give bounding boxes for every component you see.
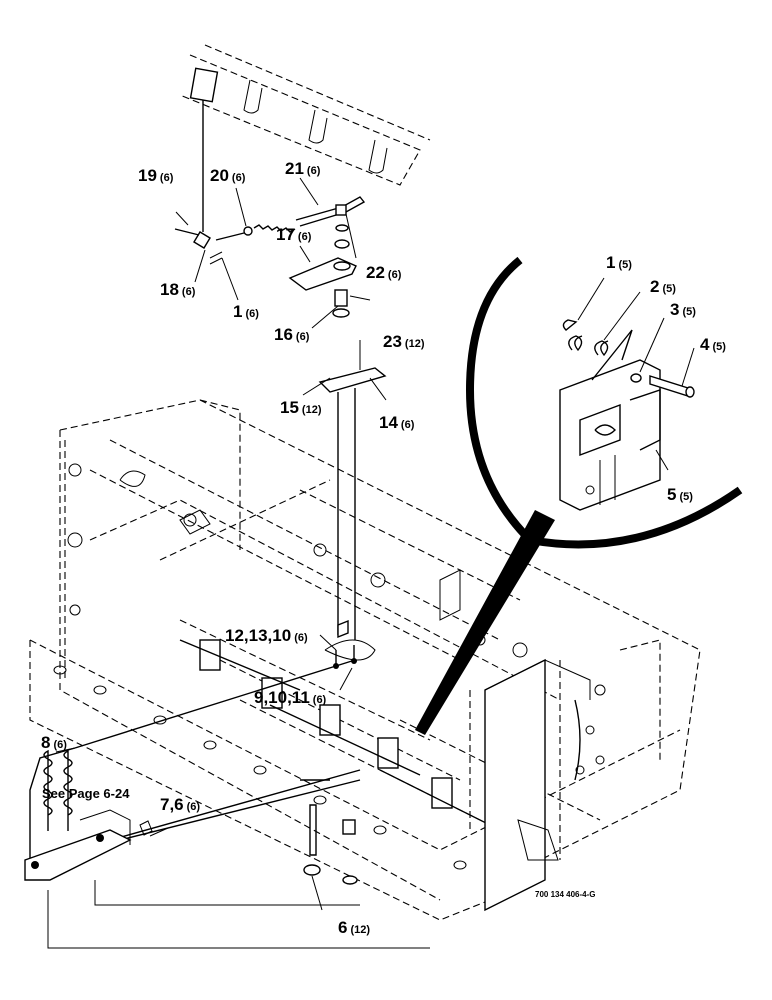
- spring-rod-assembly: [24, 659, 430, 949]
- callout-9-10-11: 9,10,11(6): [254, 688, 327, 707]
- callout-22: 22(6): [366, 263, 402, 282]
- callout-18: 18(6): [160, 280, 196, 299]
- callout-16: 16(6): [274, 325, 310, 344]
- leader-lines: [55, 177, 695, 911]
- detail-callout-2: 2(5): [650, 277, 676, 296]
- callout-8: 8(6): [41, 733, 67, 752]
- callout-19: 19(6): [138, 166, 174, 185]
- upper-linkage: [174, 196, 387, 640]
- callout-23: 23(12): [383, 332, 425, 351]
- detail-callout-3: 3(5): [670, 300, 696, 319]
- callout-12-13-10: 12,13,10(6): [225, 626, 308, 645]
- callout-20: 20(6): [210, 166, 246, 185]
- figure-id: 700 134 406-4-G: [535, 890, 596, 899]
- detail-callout-4: 4(5): [700, 335, 726, 354]
- callout-21: 21(6): [285, 159, 321, 178]
- callout-1: 1(6): [233, 302, 259, 321]
- detail-callout-5: 5(5): [667, 485, 693, 504]
- callout-14: 14(6): [379, 413, 415, 432]
- callout-labels: 19(6) 20(6) 21(6) 17(6) 22(6) 18(6) 1(6)…: [41, 159, 726, 937]
- lower-brackets: [179, 619, 591, 912]
- callout-7-6: 7,6(6): [160, 795, 200, 814]
- callout-6: 6(12): [338, 918, 370, 937]
- see-page-note: See Page 6-24: [42, 786, 130, 801]
- detail-view: [415, 256, 743, 735]
- callout-17: 17(6): [276, 225, 312, 244]
- callout-15: 15(12): [280, 398, 322, 417]
- detail-callout-1: 1(5): [606, 253, 632, 272]
- top-rail-assembly: [179, 44, 431, 232]
- main-frame: [29, 399, 701, 921]
